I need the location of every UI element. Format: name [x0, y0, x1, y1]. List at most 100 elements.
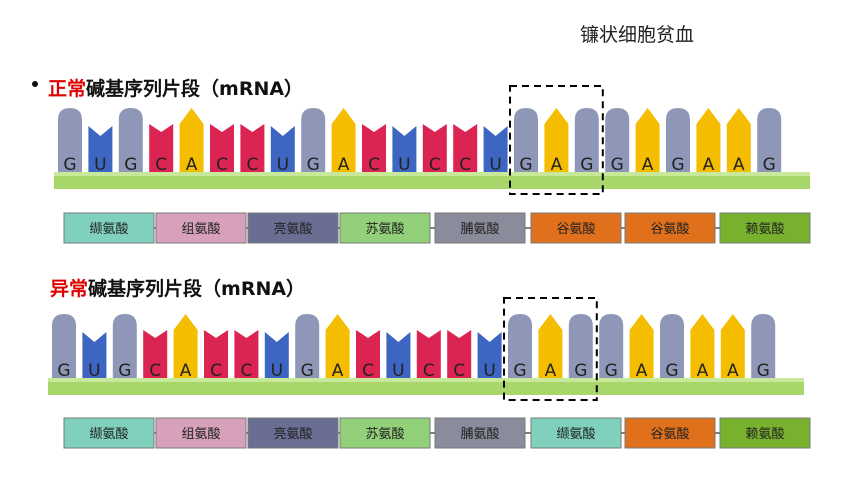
abnormal-base-1: G [52, 314, 76, 381]
amino-acid-box [719, 417, 811, 449]
abnormal-base-letter: U [483, 361, 495, 381]
abnormal-base-20: A [629, 314, 654, 381]
normal-base-9: G [301, 108, 326, 175]
abnormal-base-17: A [538, 314, 563, 381]
normal-base-21: G [666, 108, 690, 175]
normal-base-7: C [240, 124, 265, 175]
abnormal-backbone-highlight [48, 378, 804, 382]
abnormal-base-letter: A [332, 361, 344, 381]
abnormal-base-letter: A [636, 361, 648, 381]
normal-backbone [54, 172, 810, 189]
base-shape [118, 108, 143, 172]
abnormal-base-letter: A [697, 361, 709, 381]
normal-base-14: C [453, 124, 478, 175]
amino-acid-label: 缬氨酸 [89, 427, 128, 442]
normal-heading-highlight: 正常 [48, 78, 87, 100]
amino-acid-box [63, 212, 155, 244]
abnormal-base-letter: C [240, 361, 252, 381]
normal-base-5: A [179, 108, 204, 175]
abnormal-amino-acid-7: 谷氨酸 [624, 417, 716, 449]
base-shape [143, 330, 168, 378]
amino-acid-label: 组氨酸 [181, 427, 220, 442]
abnormal-base-letter: C [453, 361, 465, 381]
abnormal-heading-highlight: 异常 [50, 278, 89, 300]
abnormal-base-13: C [416, 330, 441, 381]
abnormal-base-letter: G [574, 361, 587, 381]
base-shape [629, 314, 654, 378]
amino-acid-label: 亮氨酸 [273, 426, 312, 442]
normal-base-15: U [483, 126, 508, 175]
normal-base-11: C [362, 124, 386, 175]
amino-acid-box [530, 417, 622, 449]
abnormal-heading-text: 碱基序列片段（mRNA） [88, 278, 306, 300]
abnormal-base-letter: G [665, 361, 678, 381]
base-shape [112, 314, 137, 378]
amino-acid-label: 亮氨酸 [273, 221, 312, 237]
base-shape [392, 126, 417, 172]
normal-base-16: G [514, 108, 538, 175]
amino-acid-label: 缬氨酸 [556, 427, 595, 442]
normal-amino-acid-2: 组氨酸 [155, 212, 247, 244]
normal-base-18: G [574, 108, 599, 175]
amino-acid-label: 赖氨酸 [745, 427, 784, 442]
base-shape [757, 108, 782, 172]
amino-acid-box [530, 212, 622, 244]
abnormal-base-11: C [356, 330, 380, 381]
abnormal-base-24: G [751, 314, 776, 381]
normal-base-letter: U [277, 155, 289, 175]
normal-amino-acid-8: 赖氨酸 [719, 212, 811, 244]
abnormal-amino-acid-3: 亮氨酸 [247, 417, 339, 449]
abnormal-base-letter: U [271, 361, 283, 381]
normal-base-letter: G [519, 155, 532, 175]
normal-base-letter: G [580, 155, 593, 175]
abnormal-base-5: A [173, 314, 198, 381]
normal-base-letter: C [368, 155, 380, 175]
amino-acid-box [434, 417, 526, 449]
amino-acid-box [247, 212, 339, 244]
amino-acid-box [63, 417, 155, 449]
base-shape [447, 330, 472, 378]
normal-amino-acid-3: 亮氨酸 [247, 212, 339, 244]
base-shape [544, 108, 569, 172]
normal-base-3: G [118, 108, 143, 175]
amino-acid-label: 谷氨酸 [650, 222, 689, 237]
abnormal-base-letter: C [210, 361, 222, 381]
normal-base-letter: A [186, 155, 198, 175]
abnormal-base-letter: G [118, 361, 131, 381]
amino-acid-box [719, 212, 811, 244]
amino-acid-box [339, 417, 431, 449]
normal-base-8: U [270, 126, 295, 175]
normal-base-10: A [331, 108, 356, 175]
normal-base-letter: G [63, 155, 76, 175]
abnormal-base-19: G [599, 314, 624, 381]
normal-base-letter: A [642, 155, 654, 175]
normal-base-letter: C [429, 155, 441, 175]
base-shape [173, 314, 198, 378]
abnormal-codon-highlight-box [503, 297, 598, 401]
base-shape [386, 332, 411, 378]
base-shape [149, 124, 174, 172]
normal-base-12: U [392, 126, 417, 175]
base-shape [666, 108, 690, 172]
abnormal-base-letter: C [362, 361, 374, 381]
normal-base-20: A [635, 108, 660, 175]
abnormal-base-22: A [690, 314, 715, 381]
abnormal-base-letter: G [57, 361, 70, 381]
normal-base-2: U [88, 126, 113, 175]
abnormal-base-10: A [325, 314, 350, 381]
amino-acid-box [624, 212, 716, 244]
normal-base-letter: C [155, 155, 167, 175]
base-shape [538, 314, 563, 378]
normal-base-letter: A [703, 155, 715, 175]
amino-acid-label: 组氨酸 [181, 222, 220, 237]
bullet-dot [32, 81, 38, 87]
normal-base-letter: G [763, 155, 776, 175]
normal-codon-highlight-box [509, 85, 604, 195]
base-shape [234, 330, 259, 378]
normal-amino-acid-7: 谷氨酸 [624, 212, 716, 244]
base-shape [88, 126, 113, 172]
abnormal-base-4: C [143, 330, 168, 381]
normal-base-letter: C [216, 155, 228, 175]
base-shape [295, 314, 320, 378]
